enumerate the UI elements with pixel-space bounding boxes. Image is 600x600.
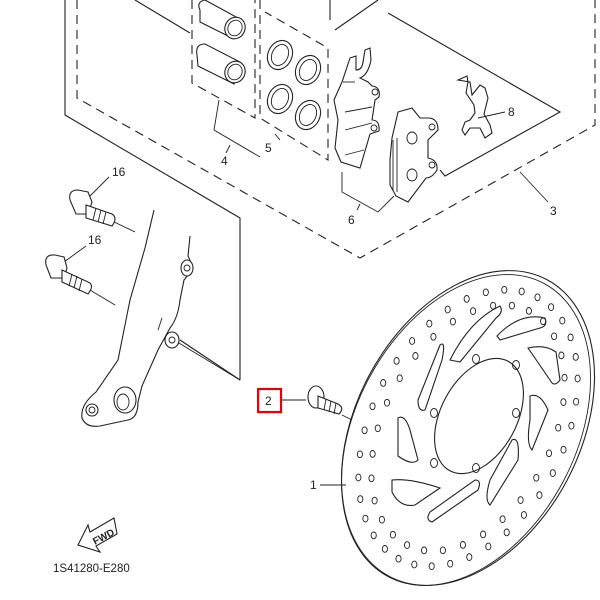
- drilled-hole: [558, 351, 565, 360]
- caliper-bolt-lower: [45, 254, 93, 295]
- drilled-hole: [534, 293, 541, 302]
- forward-direction-arrow: FWD: [77, 517, 118, 553]
- drilled-hole: [551, 332, 558, 341]
- drilled-hole: [490, 301, 497, 310]
- drilled-hole: [560, 398, 567, 406]
- drilled-hole: [572, 353, 579, 361]
- callout-labels: 16 16 4 5 6 8 3 1 2: [88, 105, 557, 492]
- drilled-hole: [540, 317, 547, 326]
- front-fork-leg: [81, 209, 194, 427]
- drilled-hole: [559, 316, 566, 325]
- drilled-hole: [380, 379, 387, 387]
- drilled-hole: [561, 373, 568, 382]
- drilled-hole: [421, 546, 428, 555]
- callout-2-highlight: [256, 387, 283, 414]
- callout-4[interactable]: 4: [221, 154, 228, 168]
- drilled-holes: [355, 285, 581, 571]
- drilled-hole: [482, 288, 489, 297]
- drilled-hole: [356, 450, 363, 459]
- callout-8[interactable]: 8: [508, 105, 515, 119]
- brake-pad-outer: [389, 107, 439, 203]
- drilled-hole: [533, 473, 540, 482]
- drilled-hole: [396, 374, 403, 383]
- drilled-hole: [447, 559, 454, 568]
- drilled-hole: [357, 495, 364, 503]
- drilled-hole: [404, 541, 411, 549]
- drilled-hole: [411, 560, 418, 569]
- drilled-hole: [568, 421, 575, 430]
- piston: [196, 43, 246, 85]
- drilled-hole: [567, 333, 574, 342]
- drilled-hole: [560, 445, 567, 454]
- piston-set-box: [191, 0, 256, 119]
- callout-2[interactable]: 2: [265, 394, 272, 408]
- drilled-hole: [501, 285, 508, 294]
- drilled-hole: [374, 424, 381, 433]
- drilled-hole: [412, 352, 419, 360]
- drilled-hole: [517, 496, 524, 504]
- drilled-hole: [449, 317, 456, 326]
- drilled-hole: [430, 332, 437, 341]
- drilled-hole: [518, 287, 525, 296]
- diagram-part-code: 1S41280-E280: [53, 563, 130, 575]
- drilled-hole: [381, 545, 388, 553]
- callout-3[interactable]: 3: [550, 204, 557, 218]
- callout-16-upper[interactable]: 16: [112, 165, 126, 179]
- drilled-hole: [439, 546, 446, 555]
- callout-5[interactable]: 5: [265, 141, 272, 155]
- drilled-hole: [520, 511, 527, 519]
- drilled-hole: [555, 423, 562, 432]
- drilled-hole: [389, 530, 396, 539]
- callout-16-lower[interactable]: 16: [88, 233, 102, 247]
- drilled-hole: [549, 469, 556, 477]
- drilled-hole: [574, 374, 581, 383]
- drilled-hole: [480, 530, 487, 539]
- drilled-hole: [470, 307, 477, 315]
- drilled-hole: [525, 307, 532, 315]
- drilled-hole: [355, 473, 362, 482]
- piston-seals: [266, 39, 322, 131]
- disc-bolt: [280, 385, 361, 425]
- pad-support-spring: [456, 75, 493, 139]
- drilled-hole: [536, 491, 543, 499]
- drilled-hole: [459, 541, 466, 549]
- drilled-hole: [428, 562, 435, 571]
- drilled-hole: [378, 515, 385, 524]
- brake-pad-inner: [333, 47, 380, 169]
- drilled-hole: [369, 402, 376, 411]
- drilled-hole: [573, 397, 580, 406]
- drilled-hole: [463, 295, 470, 303]
- leader-lines: [63, 99, 549, 381]
- drilled-hole: [368, 474, 375, 483]
- drilled-hole: [466, 553, 473, 561]
- drilled-hole: [545, 449, 553, 458]
- drilled-hole: [485, 542, 492, 551]
- drilled-hole: [409, 337, 416, 345]
- drilled-hole: [508, 301, 515, 310]
- caliper-kit-dashed-boundary: [76, 0, 596, 259]
- drilled-hole: [548, 303, 555, 311]
- drilled-hole: [369, 450, 376, 458]
- drilled-hole: [395, 554, 402, 563]
- drilled-hole: [361, 426, 368, 435]
- callout-1[interactable]: 1: [310, 478, 317, 492]
- drilled-hole: [503, 528, 510, 537]
- drilled-hole: [383, 398, 391, 407]
- drilled-hole: [444, 305, 451, 314]
- piston: [198, 0, 246, 40]
- drilled-hole: [426, 319, 433, 328]
- drilled-hole: [393, 357, 400, 365]
- drilled-hole: [370, 531, 377, 540]
- drilled-hole: [362, 514, 369, 523]
- caliper-bolt-upper: [69, 189, 116, 227]
- brake-disc: [340, 270, 596, 586]
- callout-6[interactable]: 6: [348, 213, 355, 227]
- drilled-hole: [371, 496, 378, 505]
- caliper-assembly-outline: [64, 0, 562, 381]
- seal-kit-box: [259, 0, 329, 161]
- drilled-hole: [499, 515, 506, 524]
